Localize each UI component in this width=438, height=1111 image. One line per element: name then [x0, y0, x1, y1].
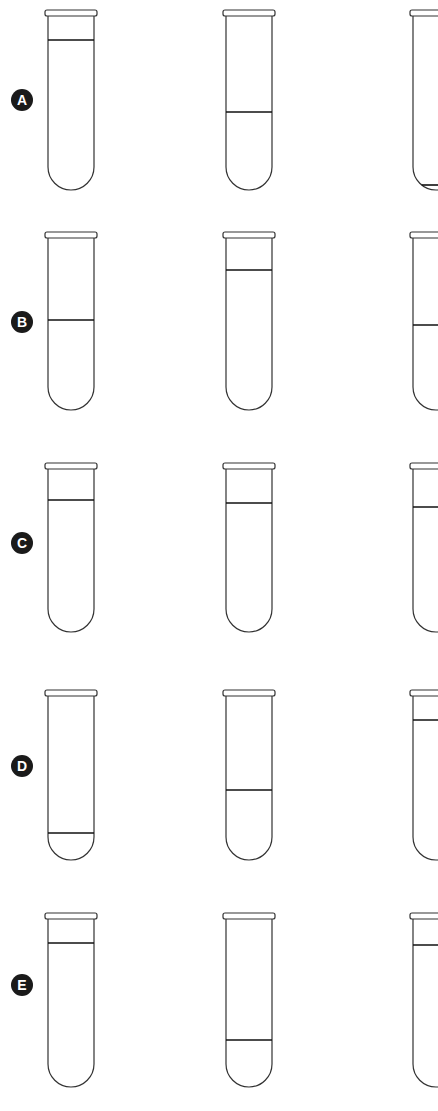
tube-rim [410, 463, 438, 469]
tube-body [226, 16, 272, 190]
tube-body [413, 696, 438, 860]
tube-body [413, 469, 438, 632]
test-tube [45, 10, 97, 190]
test-tube [223, 10, 275, 190]
liquid-level [226, 269, 272, 271]
tube-rim [223, 463, 275, 469]
liquid-level [413, 324, 438, 326]
test-tube [410, 690, 438, 860]
tube-body [48, 919, 94, 1087]
tube-rim [410, 232, 438, 238]
liquid-level [413, 506, 438, 508]
tube-rim [410, 913, 438, 919]
test-tube [223, 913, 275, 1087]
option-letter-badge: E [11, 974, 33, 996]
test-tube [410, 463, 438, 632]
test-tube [45, 463, 97, 632]
tube-rim [45, 463, 97, 469]
liquid-level [413, 944, 438, 946]
test-tube [223, 232, 275, 410]
tube-body [226, 919, 272, 1087]
test-tube [45, 232, 97, 410]
test-tube [410, 10, 438, 190]
tube-body [226, 696, 272, 860]
tube-body [48, 696, 94, 860]
test-tube [410, 232, 438, 410]
option-letter-badge: A [11, 89, 33, 111]
tube-body [226, 469, 272, 632]
tube-body [48, 16, 94, 190]
tube-rim [45, 690, 97, 696]
tube-body [226, 238, 272, 410]
tube-rim [45, 913, 97, 919]
tube-rim [223, 10, 275, 16]
tube-body [413, 238, 438, 410]
option-letter: C [17, 536, 27, 550]
tube-body [48, 469, 94, 632]
tube-body [48, 238, 94, 410]
tube-body [413, 16, 438, 190]
tube-rim [410, 690, 438, 696]
tube-rim [223, 232, 275, 238]
tube-rim [223, 690, 275, 696]
test-tube [223, 463, 275, 632]
liquid-level [226, 502, 272, 504]
option-letter-badge: D [11, 755, 33, 777]
liquid-level [226, 789, 272, 791]
option-letter-badge: C [11, 532, 33, 554]
test-tube [223, 690, 275, 860]
tube-rim [45, 232, 97, 238]
liquid-level [48, 499, 94, 501]
test-tube [45, 690, 97, 860]
option-letter: D [17, 759, 27, 773]
option-letter: B [17, 315, 27, 329]
option-letter-badge: B [11, 311, 33, 333]
tube-rim [410, 10, 438, 16]
tube-rim [223, 913, 275, 919]
liquid-level [413, 719, 438, 721]
tube-body [413, 919, 438, 1087]
tube-rim [45, 10, 97, 16]
liquid-level [422, 184, 438, 186]
liquid-level [226, 1039, 272, 1041]
option-letter: A [17, 93, 27, 107]
test-tube [45, 913, 97, 1087]
liquid-level [48, 39, 94, 41]
option-letter: E [17, 978, 26, 992]
liquid-level [48, 942, 94, 944]
liquid-level [226, 111, 272, 113]
liquid-level [48, 832, 94, 834]
liquid-level [48, 319, 94, 321]
test-tube [410, 913, 438, 1087]
